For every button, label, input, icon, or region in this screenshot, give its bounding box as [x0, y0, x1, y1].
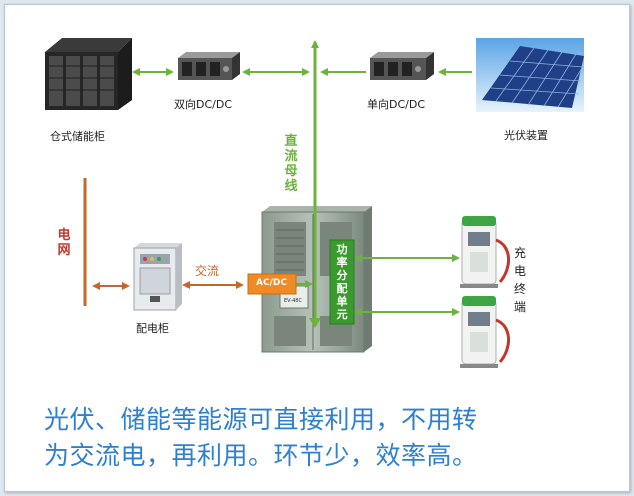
charging-pile-2	[460, 296, 510, 368]
charging-terminal-label: 充电终端	[513, 246, 526, 314]
ac-label: 交流	[195, 264, 220, 278]
acdc-box	[247, 273, 297, 295]
power-unit-label: 功率分配单元	[336, 243, 348, 321]
bidirectional-dcdc-image	[178, 52, 240, 80]
acdc-label: AC/DC	[256, 278, 287, 288]
dc-bus-label: 直流母线	[284, 134, 298, 194]
distribution-cabinet-label: 配电柜	[136, 322, 169, 335]
unidirectional-dcdc-label: 单向DC/DC	[367, 98, 426, 111]
pv-device-label: 光伏装置	[504, 129, 548, 142]
power-unit-box	[329, 239, 355, 325]
solar-panel-image	[476, 38, 584, 112]
caption-line-2: 为交流电，再利用。环节少，效率高。	[44, 441, 478, 470]
distribution-cabinet-image	[133, 243, 182, 311]
dc-bus-bottom-arrow	[309, 318, 321, 328]
grid-label: 电网	[57, 228, 71, 258]
cabinet-model-label: EV-48C	[284, 298, 302, 304]
bidirectional-dcdc-label: 双向DC/DC	[174, 98, 233, 111]
unidirectional-dcdc-image	[370, 52, 434, 80]
caption-line-1: 光伏、储能等能源可直接利用，不用转	[44, 405, 478, 434]
storage-cabinet-image	[45, 38, 132, 110]
charging-pile-1	[460, 216, 510, 288]
storage-cabinet-label: 仓式储能柜	[50, 130, 105, 143]
